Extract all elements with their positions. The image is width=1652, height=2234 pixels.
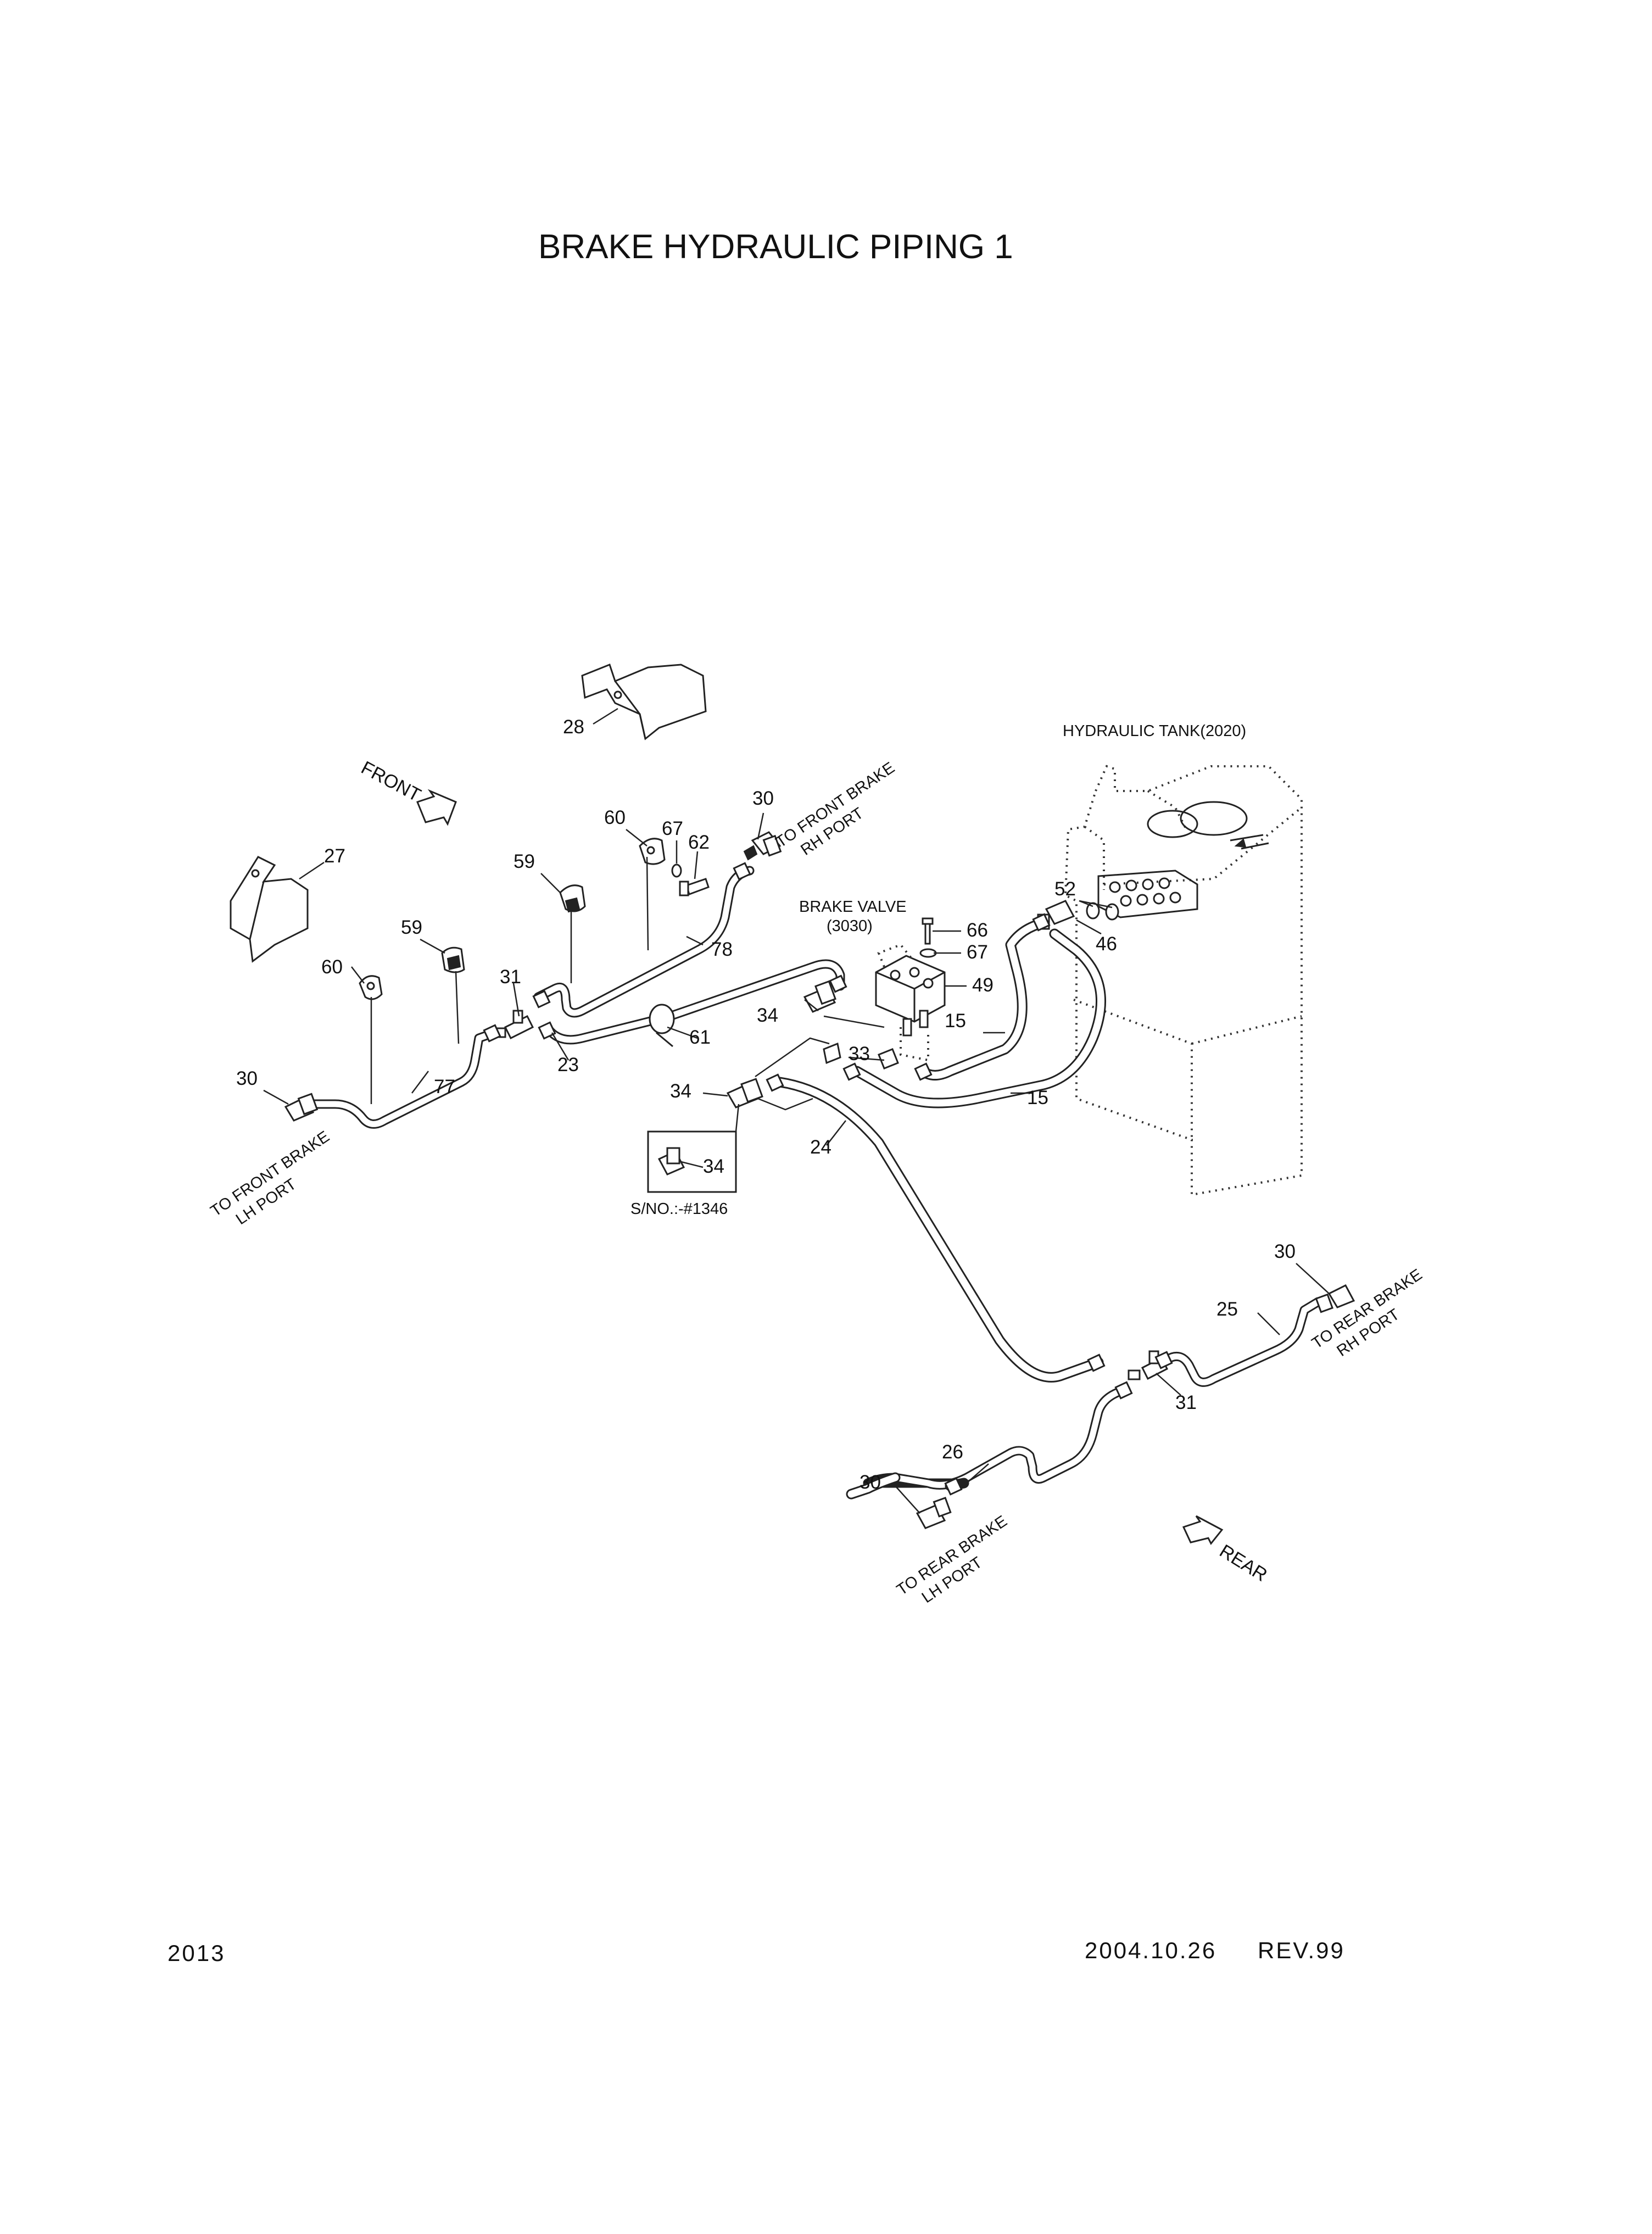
- serial-note: S/NO.:-#1346: [630, 1200, 728, 1218]
- washer-67: [671, 863, 682, 878]
- brake-valve-49: [875, 943, 946, 1062]
- fitting-33: [823, 1042, 899, 1069]
- callout-59-left: 59: [401, 917, 422, 938]
- rear-arrow-icon: [1182, 1515, 1224, 1545]
- callout-31-front: 31: [500, 966, 521, 988]
- clamp-59-right: [559, 884, 586, 913]
- callout-30-front-lh: 30: [236, 1068, 258, 1089]
- bolt-66: [922, 917, 934, 945]
- callout-77: 77: [434, 1076, 455, 1097]
- callout-33: 33: [849, 1043, 870, 1065]
- leader-lines: [263, 707, 1330, 1514]
- footer-date: 2004.10.26: [1085, 1937, 1216, 1963]
- elbow-34-inset: [647, 1130, 737, 1193]
- bracket-27: [230, 856, 309, 963]
- callout-34-inset: 34: [703, 1156, 724, 1177]
- page-code: 2013: [168, 1940, 225, 1966]
- callout-15-lower: 15: [1027, 1087, 1048, 1108]
- callout-30-rear-lh: 30: [860, 1472, 881, 1493]
- callout-26: 26: [942, 1441, 963, 1463]
- clamp-59-left: [441, 946, 465, 973]
- callout-30-front-rh: 30: [752, 788, 774, 809]
- callout-78: 78: [711, 939, 733, 960]
- clamp-61: [649, 1004, 675, 1048]
- port-fittings: [1109, 877, 1181, 907]
- hydraulic-tank-label: HYDRAULIC TANK(2020): [1063, 722, 1246, 740]
- callout-60-right: 60: [604, 807, 626, 828]
- callout-62: 62: [688, 832, 710, 853]
- callout-66: 66: [967, 920, 988, 941]
- fitting-30-rear-lh: [916, 1496, 952, 1529]
- callout-49: 49: [972, 974, 994, 996]
- elbow-34-lower: [726, 1078, 763, 1108]
- front-label: FRONT: [358, 757, 424, 806]
- hydraulic-tank: [1064, 765, 1303, 1196]
- callouts: 28 27 30 60 67 62 59 59 60 31 78 66 67 4…: [236, 716, 1296, 1493]
- fitting-30-front-rh: [743, 831, 782, 861]
- callout-60-left: 60: [321, 956, 343, 978]
- callout-52: 52: [1054, 878, 1076, 900]
- callout-24: 24: [810, 1137, 831, 1158]
- washer-67-valve: [919, 948, 937, 958]
- callout-61: 61: [689, 1027, 711, 1048]
- elbow-34-upper: [803, 980, 836, 1013]
- tee-31-front: [493, 1010, 534, 1040]
- clamp-60-left: [359, 975, 383, 1000]
- brake-valve-label: BRAKE VALVE: [799, 898, 907, 916]
- pipe-end-nuts: [483, 862, 1173, 1496]
- callout-15-upper: 15: [945, 1010, 966, 1032]
- callout-31-rear: 31: [1175, 1392, 1197, 1413]
- callout-27: 27: [324, 845, 345, 867]
- callout-59-right: 59: [514, 851, 535, 872]
- callout-23: 23: [557, 1054, 579, 1076]
- bolt-62: [679, 878, 710, 896]
- callout-46: 46: [1096, 933, 1117, 955]
- rear-label: REAR: [1216, 1541, 1271, 1586]
- callout-67-valve: 67: [967, 941, 988, 963]
- fitting-30-rear-rh: [1315, 1284, 1355, 1313]
- callout-30-rear-rh: 30: [1274, 1241, 1296, 1262]
- footer-revision: REV.99: [1258, 1937, 1345, 1963]
- callout-28: 28: [563, 716, 584, 738]
- front-arrow-icon: [416, 789, 457, 826]
- callout-34-upper: 34: [757, 1005, 778, 1026]
- page-title: BRAKE HYDRAULIC PIPING 1: [538, 228, 1013, 266]
- callout-67-clamp: 67: [662, 818, 683, 839]
- pipes: [305, 866, 1323, 1500]
- brake-valve-code: (3030): [827, 917, 873, 935]
- callout-34-lower: 34: [670, 1080, 691, 1102]
- fitting-30-front-lh: [284, 1093, 319, 1122]
- bracket-28: [581, 664, 707, 740]
- callout-25: 25: [1216, 1299, 1238, 1320]
